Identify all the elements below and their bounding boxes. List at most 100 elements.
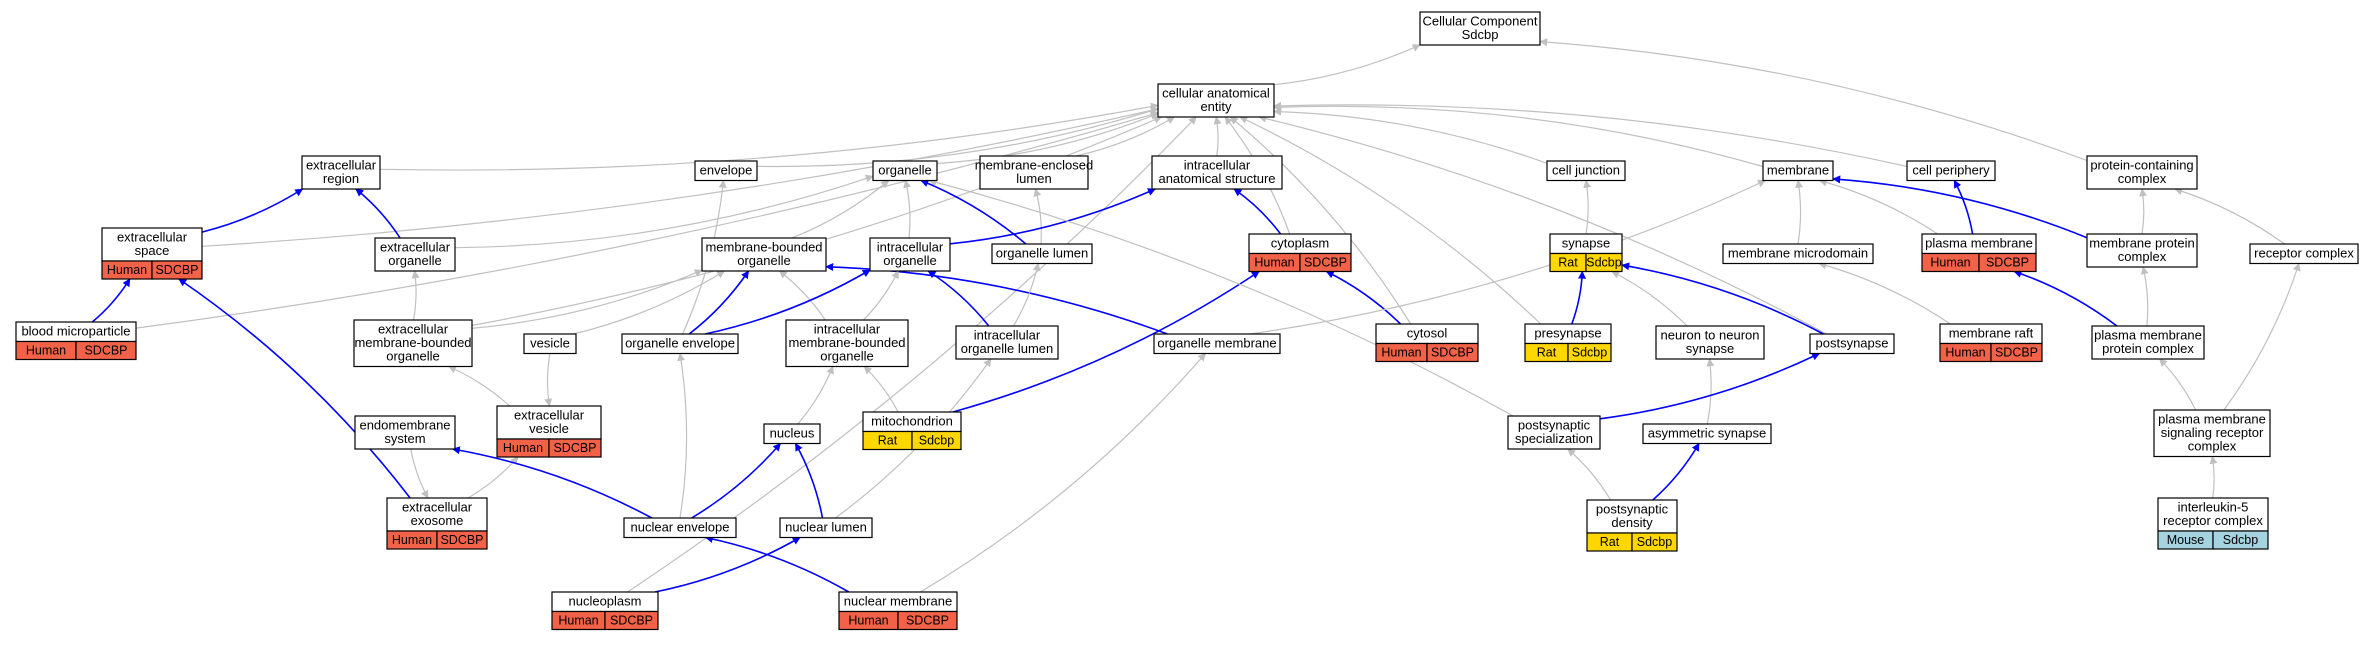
node-box bbox=[2091, 325, 2205, 360]
species-label: Human bbox=[392, 533, 432, 547]
species-label: Mouse bbox=[2167, 533, 2205, 547]
node-vesicle[interactable]: vesicle bbox=[523, 333, 577, 355]
gene-cell bbox=[436, 530, 488, 550]
gene-cell bbox=[1567, 342, 1612, 363]
edge-endo-to-exosome bbox=[410, 448, 429, 499]
edge-cellperiphery-to-cae bbox=[1273, 101, 1908, 168]
node-orgenv[interactable]: organelle envelope bbox=[621, 333, 739, 355]
gene-cell bbox=[1299, 252, 1352, 273]
edge-exmbo-to-cae bbox=[471, 116, 1163, 326]
node-label-line: protein complex bbox=[2102, 341, 2194, 356]
node-organelle[interactable]: organelle bbox=[872, 160, 938, 182]
node-postsynapse[interactable]: postsynapse bbox=[1809, 333, 1895, 355]
node-cellperiphery[interactable]: cell periphery bbox=[1906, 160, 1996, 182]
edge-ias-to-cae bbox=[1213, 116, 1222, 157]
node-env[interactable]: envelope bbox=[694, 160, 758, 182]
node-label-line: extracellular bbox=[306, 158, 377, 173]
gene-label: Sdcbp bbox=[1586, 256, 1621, 270]
node-celljunction[interactable]: cell junction bbox=[1546, 160, 1626, 182]
node-box bbox=[354, 415, 456, 450]
node-label-line: anatomical structure bbox=[1158, 171, 1275, 186]
node-label-line: presynapse bbox=[1534, 326, 1601, 341]
node-label-line: exosome bbox=[411, 513, 464, 528]
node-box bbox=[869, 237, 951, 272]
species-label: Human bbox=[1930, 256, 1970, 270]
edge-pmsrc-to-pmpc bbox=[2159, 358, 2197, 411]
node-label-line: membrane-bounded bbox=[354, 335, 471, 350]
node-box bbox=[1153, 333, 1281, 355]
node-membrane[interactable]: membrane bbox=[1762, 160, 1834, 182]
node-box bbox=[979, 155, 1089, 190]
node-label-line: plasma membrane bbox=[1925, 236, 2033, 251]
gene-cell bbox=[1631, 532, 1678, 552]
node-box bbox=[1546, 160, 1626, 182]
node-label-line: intracellular bbox=[974, 328, 1041, 343]
node-label-line: membrane-enclosed bbox=[975, 158, 1094, 173]
node-label-line: system bbox=[384, 431, 425, 446]
node-orgmem[interactable]: organelle membrane bbox=[1153, 333, 1281, 355]
node-nucenv[interactable]: nuclear envelope bbox=[623, 517, 737, 539]
node-label-line: asymmetric synapse bbox=[1648, 426, 1766, 441]
edge-bmp-to-exspace bbox=[91, 278, 131, 323]
node-label-line: membrane-bounded bbox=[705, 240, 822, 255]
node-label-line: membrane bbox=[1767, 163, 1829, 178]
node-label-line: nuclear lumen bbox=[785, 520, 867, 535]
node-memmicro[interactable]: membrane microdomain bbox=[1722, 243, 1874, 265]
node-nuclumen[interactable]: nuclear lumen bbox=[779, 517, 873, 539]
node-label-line: nucleoplasm bbox=[569, 594, 642, 609]
edge-nucleus-to-intmbo bbox=[797, 365, 834, 425]
node-box bbox=[1722, 243, 1874, 265]
gene-label: Sdcbp bbox=[2223, 533, 2258, 547]
gene-cell bbox=[1990, 342, 2043, 363]
node-nucleus[interactable]: nucleus bbox=[763, 423, 821, 445]
node-box bbox=[1809, 333, 1895, 355]
node-label-line: postsynapse bbox=[1816, 336, 1889, 351]
gene-label: SDCBP bbox=[1995, 346, 2038, 360]
edge-pmsrc-to-receptor bbox=[2223, 262, 2301, 411]
node-label-line: extracellular bbox=[380, 240, 451, 255]
node-orglumen[interactable]: organelle lumen bbox=[991, 243, 1093, 265]
node-asym[interactable]: asymmetric synapse bbox=[1642, 423, 1772, 445]
node-receptor[interactable]: receptor complex bbox=[2249, 243, 2359, 265]
gene-cell bbox=[1585, 252, 1623, 273]
node-box bbox=[353, 319, 473, 368]
node-label-line: organelle bbox=[737, 253, 791, 268]
node-label-line: specialization bbox=[1515, 431, 1593, 446]
node-label-line: organelle bbox=[386, 349, 440, 364]
